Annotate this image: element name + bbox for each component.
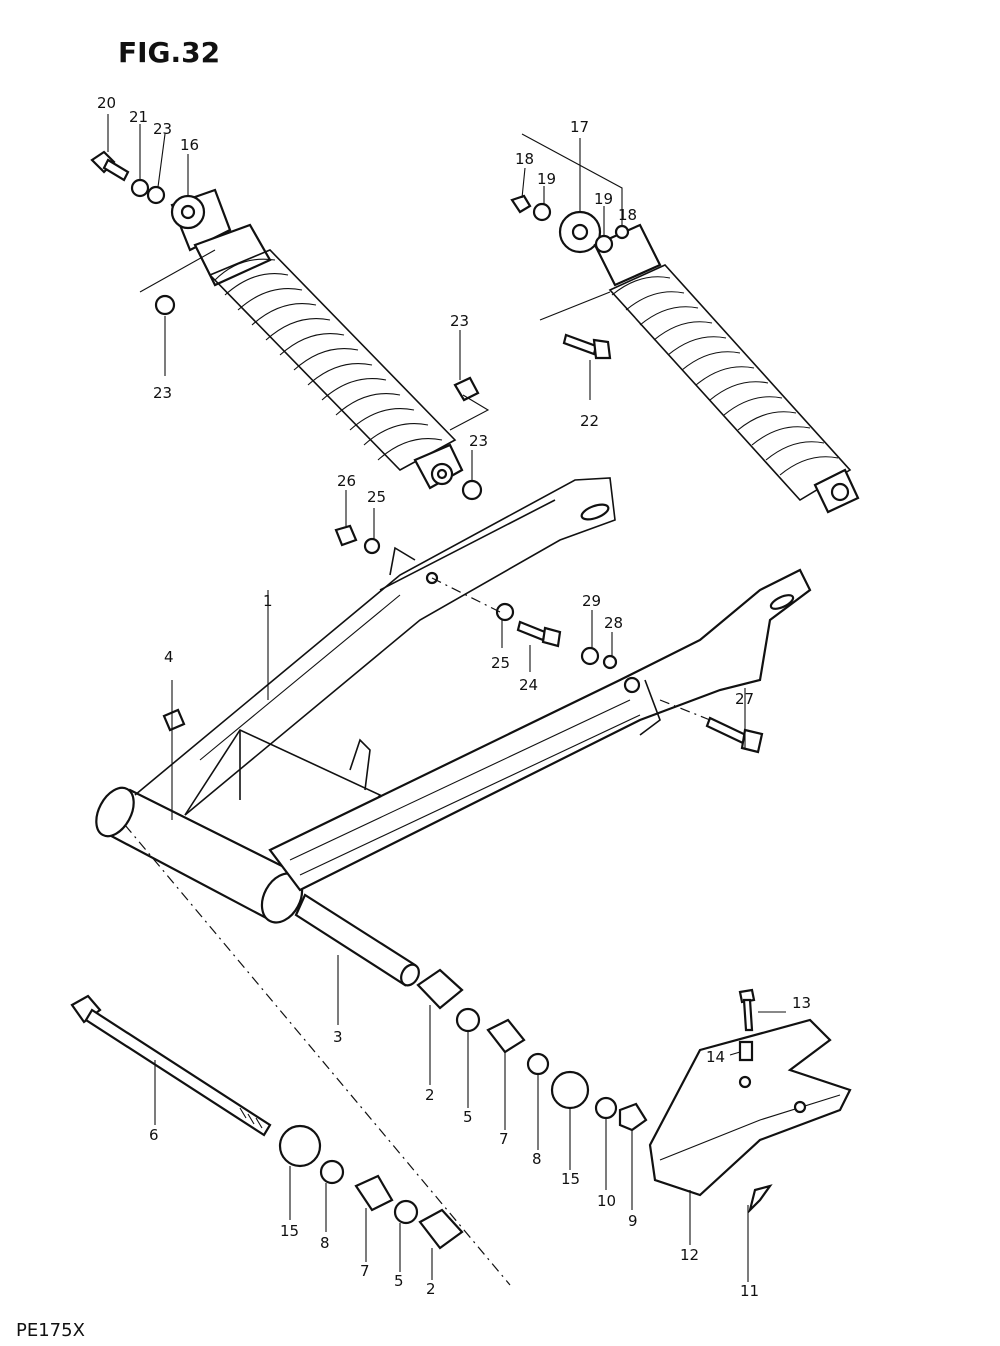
callout-24: 24 (519, 676, 538, 694)
callout-5: 5 (394, 1272, 404, 1290)
washer-19-right (594, 234, 614, 254)
bushing-23-left (154, 294, 176, 316)
seal-5-upper (455, 1007, 481, 1033)
nut-29 (580, 646, 600, 666)
washer-25-upper (363, 537, 381, 555)
pin-11 (747, 1184, 773, 1214)
callout-26: 26 (337, 472, 356, 490)
grease-nipple-4 (162, 708, 186, 732)
callout-23: 23 (153, 384, 172, 402)
callout-8: 8 (532, 1150, 542, 1168)
callout-20: 20 (97, 94, 116, 112)
left-shock-absorber (170, 188, 464, 490)
bearing-2-lower (418, 1208, 464, 1250)
right-shock-spring (611, 276, 839, 476)
bolt-24 (516, 620, 562, 648)
callout-5: 5 (463, 1108, 473, 1126)
nut-26 (334, 524, 358, 547)
cap-15-lower (278, 1124, 322, 1168)
washer-8-lower (319, 1159, 345, 1185)
callout-18: 18 (618, 206, 637, 224)
callout-25: 25 (367, 488, 386, 506)
callout-labels: 20 21 23 16 23 17 18 19 19 18 23 22 23 2… (97, 94, 811, 1300)
callout-14: 14 (706, 1048, 725, 1066)
callout-23: 23 (469, 432, 488, 450)
washer-28 (602, 654, 618, 670)
collar-14 (738, 1040, 754, 1062)
bushing-23-upper (146, 185, 166, 205)
callout-1: 1 (263, 592, 273, 610)
pivot-axis-line (124, 824, 511, 1286)
callout-15: 15 (280, 1222, 299, 1240)
nut-18-left (510, 194, 532, 214)
leader-lines (107, 114, 786, 1282)
callout-29: 29 (582, 592, 601, 610)
screw-13 (738, 988, 756, 1032)
callout-2: 2 (426, 1280, 436, 1298)
bushing-23-mid (453, 376, 480, 402)
spacer-7-upper (486, 1018, 526, 1054)
bushing-23-lower (461, 479, 483, 501)
callout-23: 23 (153, 120, 172, 138)
bolt-20 (90, 150, 130, 182)
chain-case-12 (648, 1018, 852, 1197)
nut-9 (618, 1102, 648, 1132)
callout-7: 7 (499, 1130, 509, 1148)
callout-18: 18 (515, 150, 534, 168)
washer-8-upper (526, 1052, 550, 1076)
callout-23: 23 (450, 312, 469, 330)
callout-7: 7 (360, 1262, 370, 1280)
swingarm (95, 477, 812, 924)
callout-28: 28 (604, 614, 623, 632)
spacer-7-lower (354, 1174, 394, 1212)
figure-title: FIG.32 (118, 36, 220, 69)
callout-11: 11 (740, 1282, 759, 1300)
callout-21: 21 (129, 108, 148, 126)
cap-15-upper (550, 1070, 590, 1110)
callout-4: 4 (164, 648, 174, 666)
left-shock-spring (214, 258, 443, 461)
washer-10 (594, 1096, 618, 1120)
washer-25-lower (495, 602, 515, 622)
callout-19: 19 (537, 170, 556, 188)
callout-15: 15 (561, 1170, 580, 1188)
callout-2: 2 (425, 1086, 435, 1104)
callout-27: 27 (735, 690, 754, 708)
pivot-bolt-6 (70, 994, 272, 1137)
callout-9: 9 (628, 1212, 638, 1230)
callout-10: 10 (597, 1192, 616, 1210)
callout-25: 25 (491, 654, 510, 672)
callout-22: 22 (580, 412, 599, 430)
bolt-22 (562, 333, 612, 360)
callout-19: 19 (594, 190, 613, 208)
callout-13: 13 (792, 994, 811, 1012)
right-shock-absorber (558, 210, 860, 514)
seal-5-lower (393, 1199, 419, 1225)
bearing-2-upper (416, 968, 464, 1010)
washer-21 (130, 178, 150, 198)
model-code: PE175X (16, 1320, 85, 1341)
callout-12: 12 (680, 1246, 699, 1264)
bolt-27 (705, 716, 764, 754)
callout-17: 17 (570, 118, 589, 136)
callout-16: 16 (180, 136, 199, 154)
callout-6: 6 (149, 1126, 159, 1144)
callout-8: 8 (320, 1234, 330, 1252)
callout-3: 3 (333, 1028, 343, 1046)
nut-18-right (614, 224, 630, 240)
pivot-sleeve-3 (294, 893, 420, 987)
washer-19-left (532, 202, 552, 222)
